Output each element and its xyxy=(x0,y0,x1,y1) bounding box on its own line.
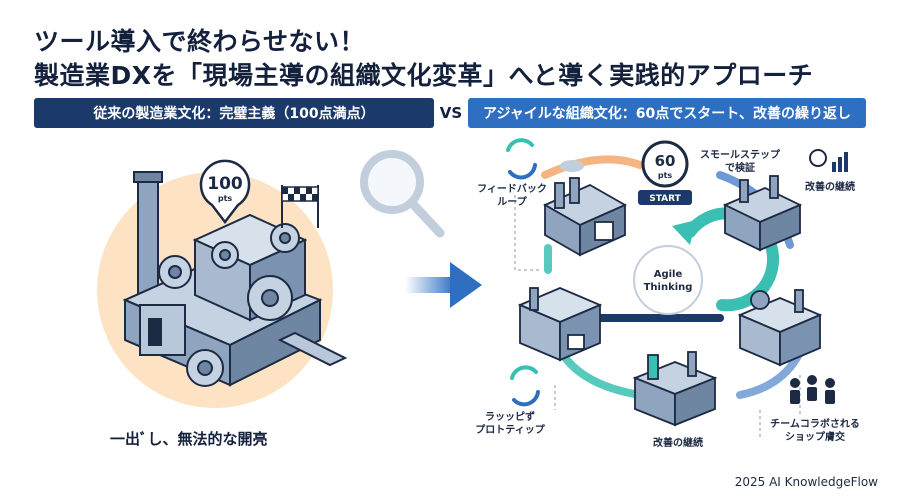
banner-traditional-culture: 従来の製造業文化：完璧主義（100点満点） xyxy=(34,98,434,128)
agile-cycle-illustration xyxy=(506,138,848,440)
badge-60-value: 60 xyxy=(655,152,676,170)
badge-100-value: 100 xyxy=(207,174,243,194)
start-label: START xyxy=(649,194,681,204)
agile-label-line1: Agile xyxy=(654,269,683,280)
label-team-line2: ショップ膚交 xyxy=(785,432,845,443)
label-feedback-line2: ループ xyxy=(497,197,527,208)
start-tag xyxy=(638,190,692,205)
traditional-factory-illustration xyxy=(97,159,348,408)
magnifier-icon xyxy=(360,150,445,238)
label-small-step-line1: スモールステップ xyxy=(700,150,780,161)
badge-60-circle xyxy=(641,140,689,188)
label-team-line1: チームコラボされる xyxy=(770,419,860,430)
label-improve-bottom: 改善の継続 xyxy=(653,438,703,449)
badge-60-unit: pts xyxy=(658,171,673,180)
vs-label: VS xyxy=(439,104,463,122)
transition-arrow xyxy=(405,262,482,308)
label-small-step-line2: で検証 xyxy=(725,163,755,174)
label-improve-top: 改善の継続 xyxy=(805,182,855,193)
label-rapid-line2: プロトティップ xyxy=(475,425,545,436)
badge-100-unit: pts xyxy=(218,194,233,203)
page-title-line2: 製造業DXを「現場主導の組織文化変革」へと導く実践的アプローチ xyxy=(34,61,814,90)
label-team-collab: チームコラボされる ショップ膚交 xyxy=(760,418,870,444)
label-feedback-line1: フィードバック xyxy=(477,184,547,195)
footer-credit: 2025 AI KnowledgeFlow xyxy=(734,475,878,489)
label-rapid-prototype: ラッッピず プロトティップ xyxy=(470,411,550,437)
label-small-step: スモールステップ で検証 xyxy=(695,149,785,175)
label-rapid-line1: ラッッピず xyxy=(485,412,535,423)
label-feedback-loop: フィードバック ループ xyxy=(472,183,552,209)
page-title-line1: ツール導入で終わらせない！ xyxy=(34,27,366,56)
banner-agile-culture: アジャイルな組織文化：60点でスタート、改善の繰り返し xyxy=(468,98,866,128)
pin-badge-100 xyxy=(199,159,251,225)
agile-label-line2: Thinking xyxy=(644,282,693,293)
left-caption: 一出ﾞし、無法的な開亮 xyxy=(110,430,268,448)
agile-center-circle xyxy=(633,245,703,315)
